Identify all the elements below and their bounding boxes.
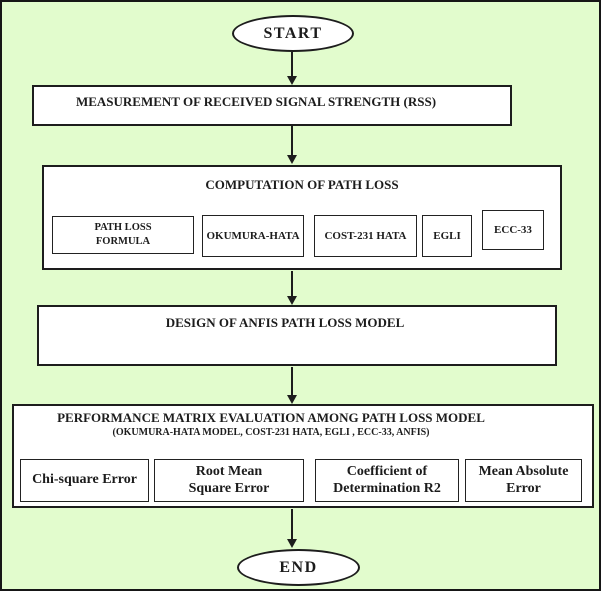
metric-label: Mean Absolute Error	[478, 463, 569, 496]
model-label: OKUMURA-HATA	[206, 229, 300, 242]
metric-label: Root Mean Square Error	[188, 463, 270, 496]
model-label: EGLI	[433, 229, 461, 242]
flow-arrow-anfis-to-performance	[287, 367, 297, 404]
flow-arrow-measurement-to-computation	[287, 126, 297, 164]
measurement-step-box: MEASUREMENT OF RECEIVED SIGNAL STRENGTH …	[32, 85, 512, 126]
end-label: END	[279, 558, 318, 576]
end-terminator: END	[237, 549, 360, 586]
model-box-okumura-hata: OKUMURA-HATA	[202, 215, 304, 257]
performance-step-subtitle: (OKUMURA-HATA MODEL, COST-231 HATA, EGLI…	[112, 426, 430, 438]
metric-label: Coefficient of Determination R2	[333, 463, 441, 496]
metric-label: Chi-square Error	[32, 472, 137, 488]
model-label: PATH LOSS FORMULA	[94, 222, 152, 247]
measurement-step-label: MEASUREMENT OF RECEIVED SIGNAL STRENGTH …	[75, 94, 437, 109]
model-box-cost-231-hata: COST-231 HATA	[314, 215, 417, 257]
anfis-design-step-label: DESIGN OF ANFIS PATH LOSS MODEL	[165, 315, 405, 330]
flow-arrow-start-to-measurement	[287, 52, 297, 85]
performance-title-block: PERFORMANCE MATRIX EVALUATION AMONG PATH…	[14, 406, 528, 439]
model-label: COST-231 HATA	[324, 229, 407, 242]
computation-step-title: COMPUTATION OF PATH LOSS	[205, 177, 399, 192]
metric-box-chi-square-error: Chi-square Error	[20, 459, 149, 502]
anfis-design-step-box: DESIGN OF ANFIS PATH LOSS MODEL	[37, 305, 557, 366]
start-label: START	[263, 24, 323, 42]
model-box-egli: EGLI	[422, 215, 472, 257]
model-box-ecc-33: ECC-33	[482, 210, 544, 250]
model-label: ECC-33	[494, 223, 532, 236]
flow-arrow-performance-to-end	[287, 509, 297, 548]
performance-evaluation-step-box: PERFORMANCE MATRIX EVALUATION AMONG PATH…	[12, 404, 594, 508]
flow-arrow-computation-to-anfis	[287, 271, 297, 305]
metric-box-mean-absolute-error: Mean Absolute Error	[465, 459, 582, 502]
performance-step-title: PERFORMANCE MATRIX EVALUATION AMONG PATH…	[57, 410, 485, 425]
metric-box-coefficient-of-determination-r2: Coefficient of Determination R2	[315, 459, 459, 502]
computation-step-box: COMPUTATION OF PATH LOSS PATH LOSS FORMU…	[42, 165, 562, 270]
metric-box-root-mean-square-error: Root Mean Square Error	[154, 459, 304, 502]
model-box-path-loss-formula: PATH LOSS FORMULA	[52, 216, 194, 254]
start-terminator: START	[232, 15, 354, 52]
